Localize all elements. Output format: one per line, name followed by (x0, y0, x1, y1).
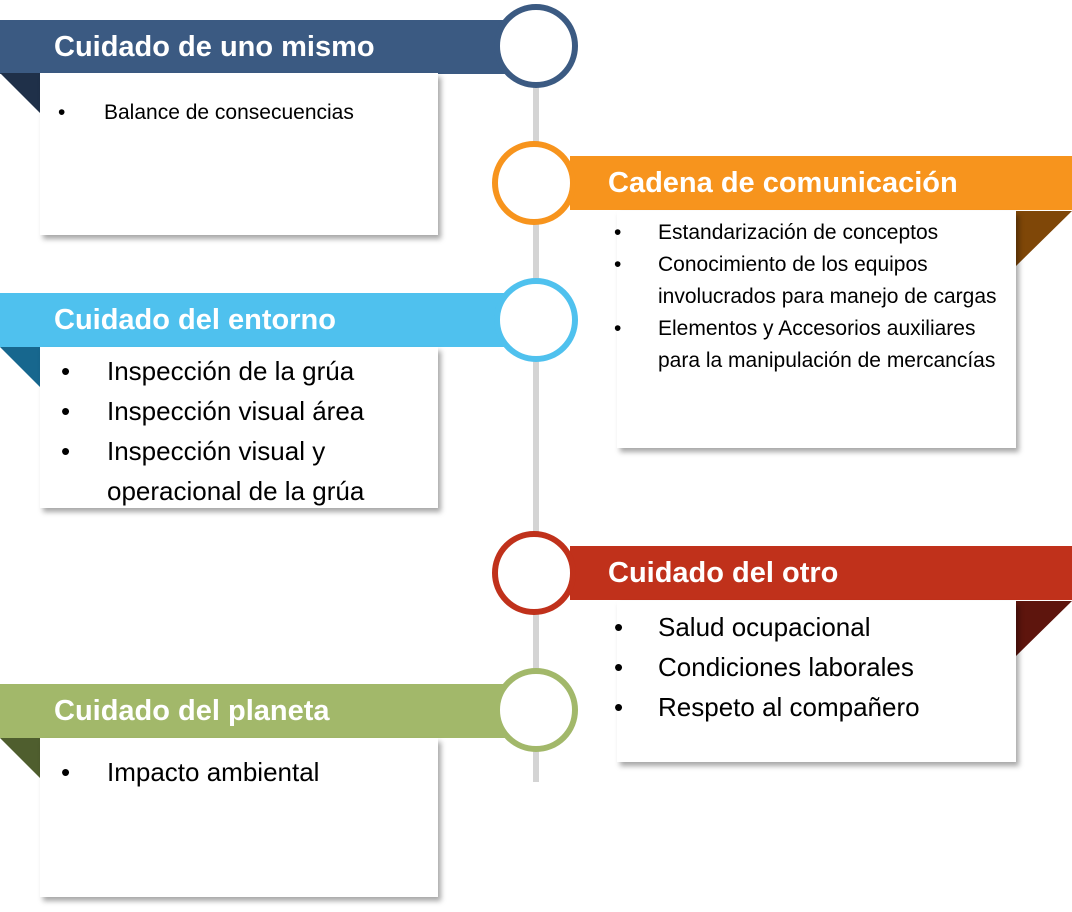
fold-triangle (1016, 601, 1072, 656)
fold-triangle (0, 738, 40, 778)
banner-cuidado-de-uno-mismo: Cuidado de uno mismo (0, 20, 505, 74)
timeline-node-circle (494, 4, 578, 88)
section-title: Cuidado del planeta (54, 695, 330, 727)
item-text: Respeto al compañero (658, 692, 920, 722)
bullet: • (61, 757, 71, 787)
item-text: Elementos y Accesorios auxiliares para l… (658, 317, 996, 372)
item-text: Condiciones laborales (658, 652, 914, 682)
content-box: • Estandarización de conceptos • Conocimie… (614, 211, 1016, 448)
list-item: • Inspección visual y operacional de la g… (61, 431, 428, 511)
timeline-node-circle (492, 531, 576, 615)
timeline-node-circle (494, 668, 578, 752)
content-box: • Impacto ambiental (40, 738, 438, 897)
item-text: Inspección visual y operacional de la gr… (107, 436, 365, 506)
list-item: • Inspección de la grúa (61, 351, 428, 391)
list-item: • Salud ocupacional (614, 607, 1006, 647)
content-box: • Balance de consecuencias (40, 73, 438, 235)
list-item: • Condiciones laborales (614, 647, 1006, 687)
timeline-node-circle (492, 141, 576, 225)
bullet: • (614, 692, 624, 722)
list-item: • Balance de consecuencias (58, 97, 438, 129)
item-text: Conocimiento de los equipos involucrados… (658, 253, 997, 308)
list-item: • Respeto al compañero (614, 687, 1006, 727)
list-item: • Inspección visual área (61, 391, 428, 431)
fold-triangle (1016, 211, 1072, 266)
section-title: Cadena de comunicación (608, 167, 958, 199)
list-item: • Impacto ambiental (61, 752, 428, 792)
content-box: • Salud ocupacional • Condiciones laborale… (614, 601, 1016, 762)
banner-cadena-de-comunicacion: Cadena de comunicación (570, 156, 1072, 210)
item-text: Impacto ambiental (107, 757, 320, 787)
section-title: Cuidado del entorno (54, 304, 336, 336)
item-text: Salud ocupacional (658, 612, 871, 642)
fold-triangle (0, 73, 40, 113)
bullet: • (61, 396, 71, 426)
bullet: • (61, 436, 71, 466)
section-title: Cuidado de uno mismo (54, 31, 375, 63)
item-text: Inspección visual área (107, 396, 365, 426)
bullet: • (614, 652, 624, 682)
fold-triangle (0, 347, 40, 387)
bullet: • (614, 253, 622, 276)
item-text: Estandarización de conceptos (658, 221, 939, 244)
bullet: • (614, 612, 624, 642)
list-item: • Conocimiento de los equipos involucrado… (614, 249, 1006, 313)
list-item: • Estandarización de conceptos (614, 217, 1006, 249)
banner-cuidado-del-planeta: Cuidado del planeta (0, 684, 505, 738)
bullet: • (614, 221, 622, 244)
content-box: • Inspección de la grúa • Inspección visua… (40, 347, 438, 508)
list-item: • Elementos y Accesorios auxiliares para … (614, 313, 1006, 377)
bullet: • (61, 356, 71, 386)
timeline-node-circle (494, 278, 578, 362)
banner-cuidado-del-otro: Cuidado del otro (570, 546, 1072, 600)
banner-cuidado-del-entorno: Cuidado del entorno (0, 293, 505, 347)
item-text: Inspección de la grúa (107, 356, 355, 386)
bullet: • (614, 317, 622, 340)
timeline-line (533, 80, 539, 782)
item-text: Balance de consecuencias (104, 101, 354, 124)
section-title: Cuidado del otro (608, 557, 839, 589)
bullet: • (58, 101, 66, 124)
